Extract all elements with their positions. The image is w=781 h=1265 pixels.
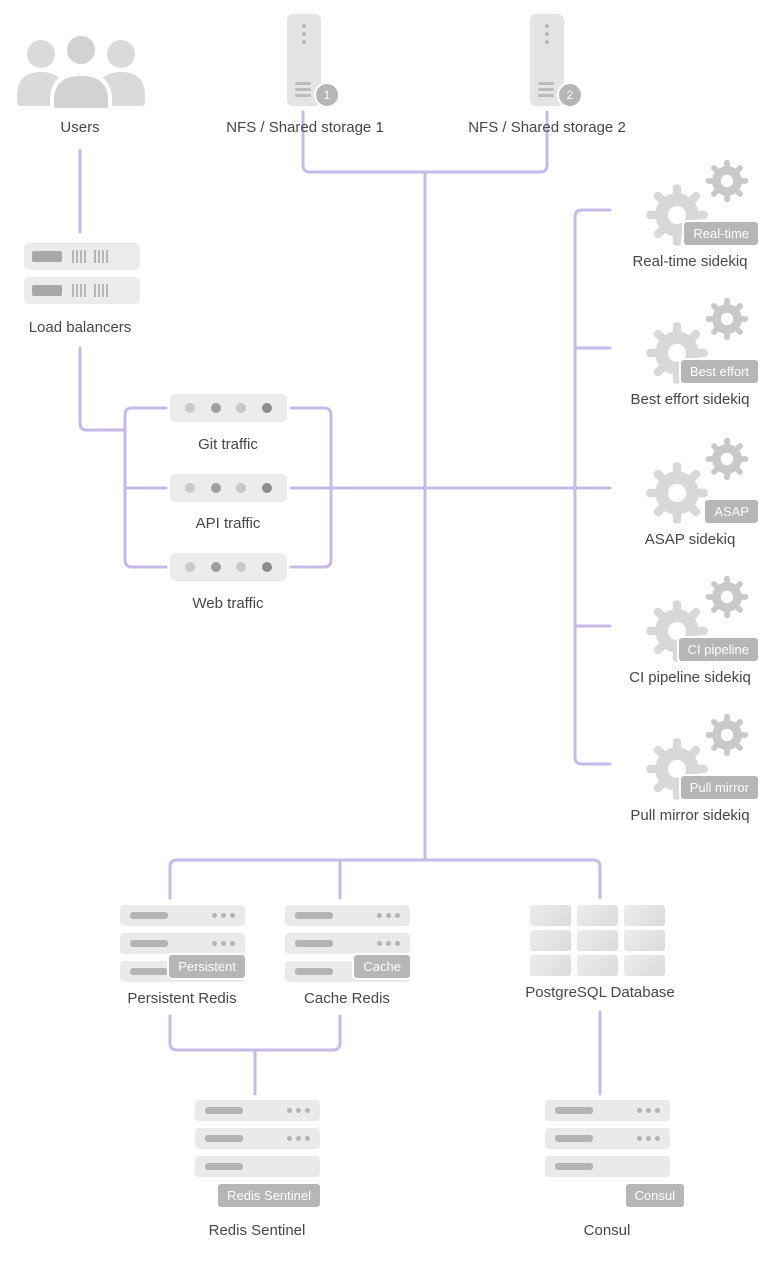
port-stripes (72, 284, 86, 297)
gears-icon (646, 294, 753, 384)
vent-lines (538, 82, 554, 97)
label-bar (295, 940, 333, 947)
label-bar (205, 1107, 243, 1114)
users-icon (17, 32, 145, 112)
sidekiq-pull-mirror-badge: Pull mirror (678, 774, 760, 801)
persistent-redis-icon: Persistent (120, 905, 247, 982)
menu-dots (287, 1136, 310, 1141)
ellipsis-dots (545, 24, 549, 44)
sidekiq-asap-badge: ASAP (703, 498, 760, 525)
ellipsis-dots (302, 24, 306, 44)
load-balancers-label: Load balancers (28, 319, 132, 336)
nfs2-label: NFS / Shared storage 2 (468, 119, 626, 136)
sidekiq-realtime-node: Real-time Real-time sidekiq (610, 156, 770, 270)
nfs2-node: 2 (530, 14, 583, 108)
sidekiq-pull-mirror-label: Pull mirror sidekiq (630, 807, 750, 824)
redis-sentinel-label: Redis Sentinel (208, 1222, 306, 1239)
gears-icon (646, 710, 753, 800)
label-bar (205, 1163, 243, 1170)
web-traffic-label: Web traffic (192, 595, 264, 612)
persistent-redis-label: Persistent Redis (127, 990, 237, 1007)
sidekiq-asap-node: ASAP ASAP sidekiq (610, 434, 770, 548)
consul-label: Consul (583, 1222, 631, 1239)
load-balancer-icon (24, 243, 140, 270)
label-bar (555, 1107, 593, 1114)
consul-icon: Consul (545, 1100, 686, 1209)
sidekiq-realtime-label: Real-time sidekiq (632, 253, 748, 270)
load-balancers-node (24, 243, 140, 304)
label-bar (130, 940, 168, 947)
label-bar (295, 968, 333, 975)
label-bar (205, 1135, 243, 1142)
cache-redis-icon: Cache (285, 905, 412, 982)
sidekiq-asap-label: ASAP sidekiq (644, 531, 736, 548)
postgresql-icon (530, 905, 665, 976)
server-row (545, 1100, 670, 1121)
server-row (285, 905, 410, 926)
server-row (195, 1128, 320, 1149)
server-row (545, 1156, 670, 1177)
cache-redis-label: Cache Redis (304, 990, 390, 1007)
sidekiq-best-effort-label: Best effort sidekiq (630, 391, 750, 408)
git-traffic-label: Git traffic (198, 436, 258, 453)
redis-sentinel-badge: Redis Sentinel (216, 1182, 322, 1209)
redis-sentinel-icon: Redis Sentinel (195, 1100, 322, 1209)
postgresql-label: PostgreSQL Database (525, 984, 675, 1001)
server-row (285, 933, 410, 954)
sidekiq-ci-pipeline-node: CI pipeline CI pipeline sidekiq (610, 572, 770, 686)
port-stripes (72, 250, 86, 263)
server-row (545, 1128, 670, 1149)
status-bar (32, 251, 62, 262)
server-row (120, 933, 245, 954)
server-row (195, 1100, 320, 1121)
nfs1-node: 1 (287, 14, 340, 108)
api-traffic-icon (170, 474, 287, 502)
nfs1-label: NFS / Shared storage 1 (226, 119, 384, 136)
menu-dots (637, 1108, 660, 1113)
server-row (195, 1156, 320, 1177)
label-bar (555, 1163, 593, 1170)
consul-badge: Consul (623, 1182, 686, 1209)
menu-dots (377, 913, 400, 918)
server-row (120, 905, 245, 926)
sidekiq-ci-pipeline-badge: CI pipeline (676, 636, 760, 663)
port-stripes (94, 284, 108, 297)
cache-redis-badge: Cache (352, 953, 412, 980)
menu-dots (637, 1136, 660, 1141)
storage-number-badge: 1 (314, 82, 340, 108)
users-label: Users (60, 119, 100, 136)
sidekiq-best-effort-node: Best effort Best effort sidekiq (610, 294, 770, 408)
vent-lines (295, 82, 311, 97)
menu-dots (287, 1108, 310, 1113)
gears-icon (646, 434, 753, 524)
menu-dots (212, 913, 235, 918)
port-stripes (94, 250, 108, 263)
sidekiq-pull-mirror-node: Pull mirror Pull mirror sidekiq (610, 710, 770, 824)
gears-icon (646, 156, 753, 246)
load-balancer-icon (24, 277, 140, 304)
sidekiq-best-effort-badge: Best effort (678, 358, 760, 385)
storage-number-badge: 2 (557, 82, 583, 108)
label-bar (555, 1135, 593, 1142)
web-traffic-icon (170, 553, 287, 581)
persistent-redis-badge: Persistent (167, 953, 247, 980)
git-traffic-icon (170, 394, 287, 422)
label-bar (130, 968, 168, 975)
gears-icon (646, 572, 753, 662)
label-bar (295, 912, 333, 919)
sidekiq-realtime-badge: Real-time (682, 220, 760, 247)
sidekiq-ci-pipeline-label: CI pipeline sidekiq (629, 669, 751, 686)
menu-dots (212, 941, 235, 946)
menu-dots (377, 941, 400, 946)
label-bar (130, 912, 168, 919)
api-traffic-label: API traffic (195, 515, 261, 532)
status-bar (32, 285, 62, 296)
